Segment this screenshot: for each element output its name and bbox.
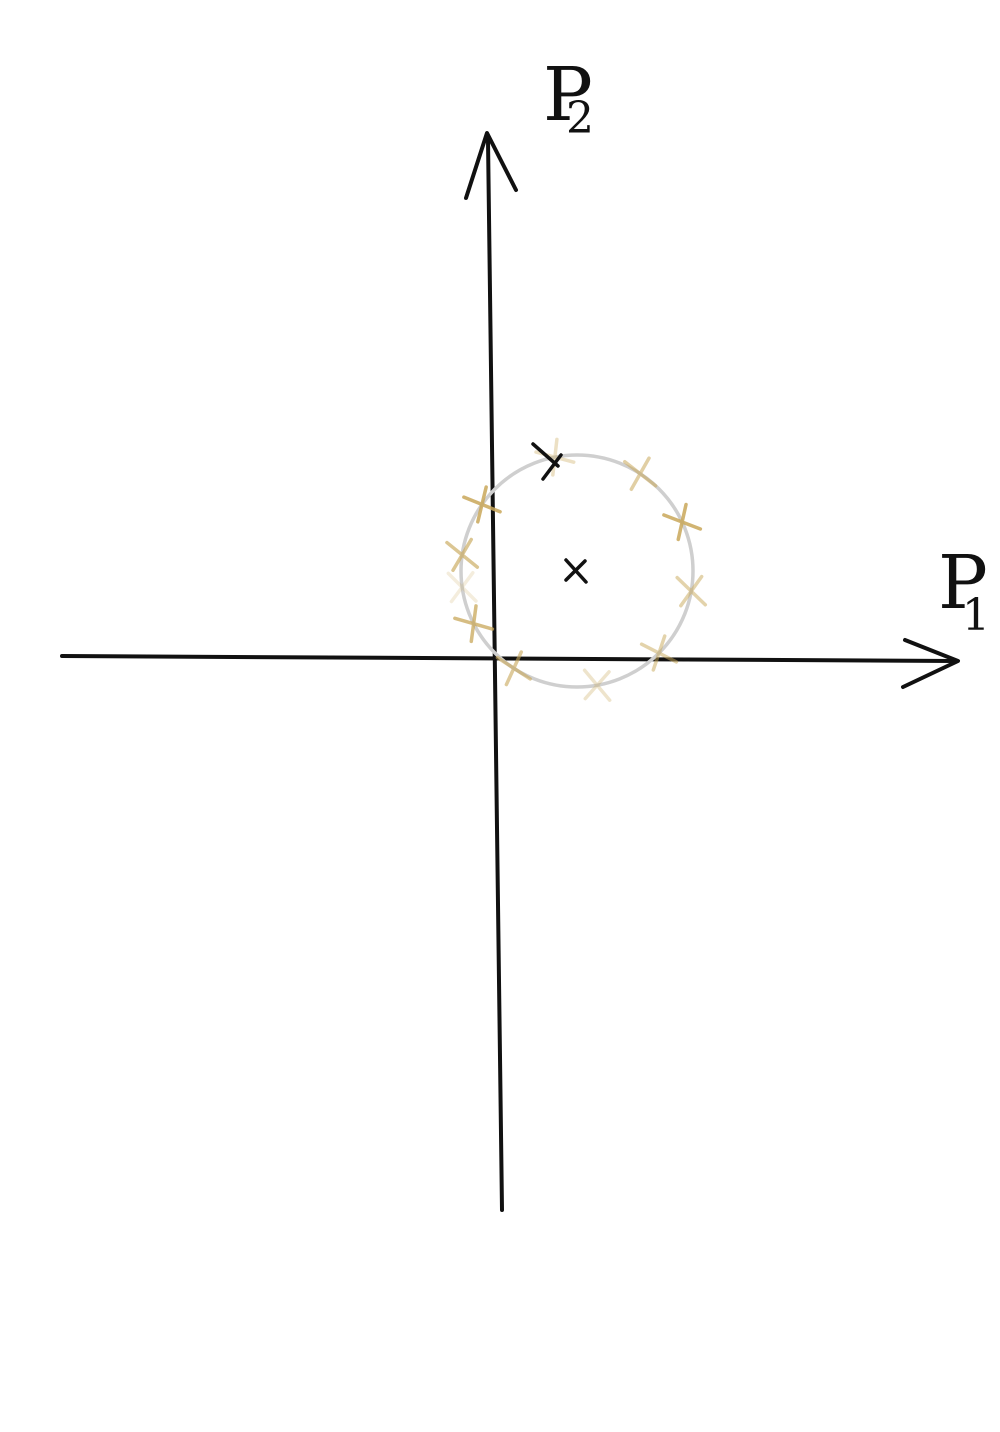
sample-point [495,650,532,687]
sample-point [445,537,480,573]
sample-point [582,668,612,702]
highlighted-point [531,442,563,481]
sample-points [445,437,708,702]
p1-axis [60,654,957,663]
mean-point [564,558,588,584]
p2-label: P 2 [543,52,594,144]
p1-label-subscript: 1 [962,590,990,641]
p2-axis [486,138,504,1212]
sample-point [675,574,708,608]
p1-label-letter: P [938,540,988,626]
sample-circle [459,453,695,689]
sample-point [534,437,576,477]
sample-point [446,571,478,604]
p1-label: P 1 [938,540,990,641]
sample-point [462,485,502,524]
p2-label-letter: P [543,52,593,138]
p2-label-subscript: 2 [566,93,594,144]
sample-point [453,604,495,644]
p1-axis-arrowhead [901,638,960,689]
sample-point [639,634,679,672]
sample-point [623,456,658,492]
sample-point [662,502,703,542]
p2-axis-arrowhead [464,131,518,200]
